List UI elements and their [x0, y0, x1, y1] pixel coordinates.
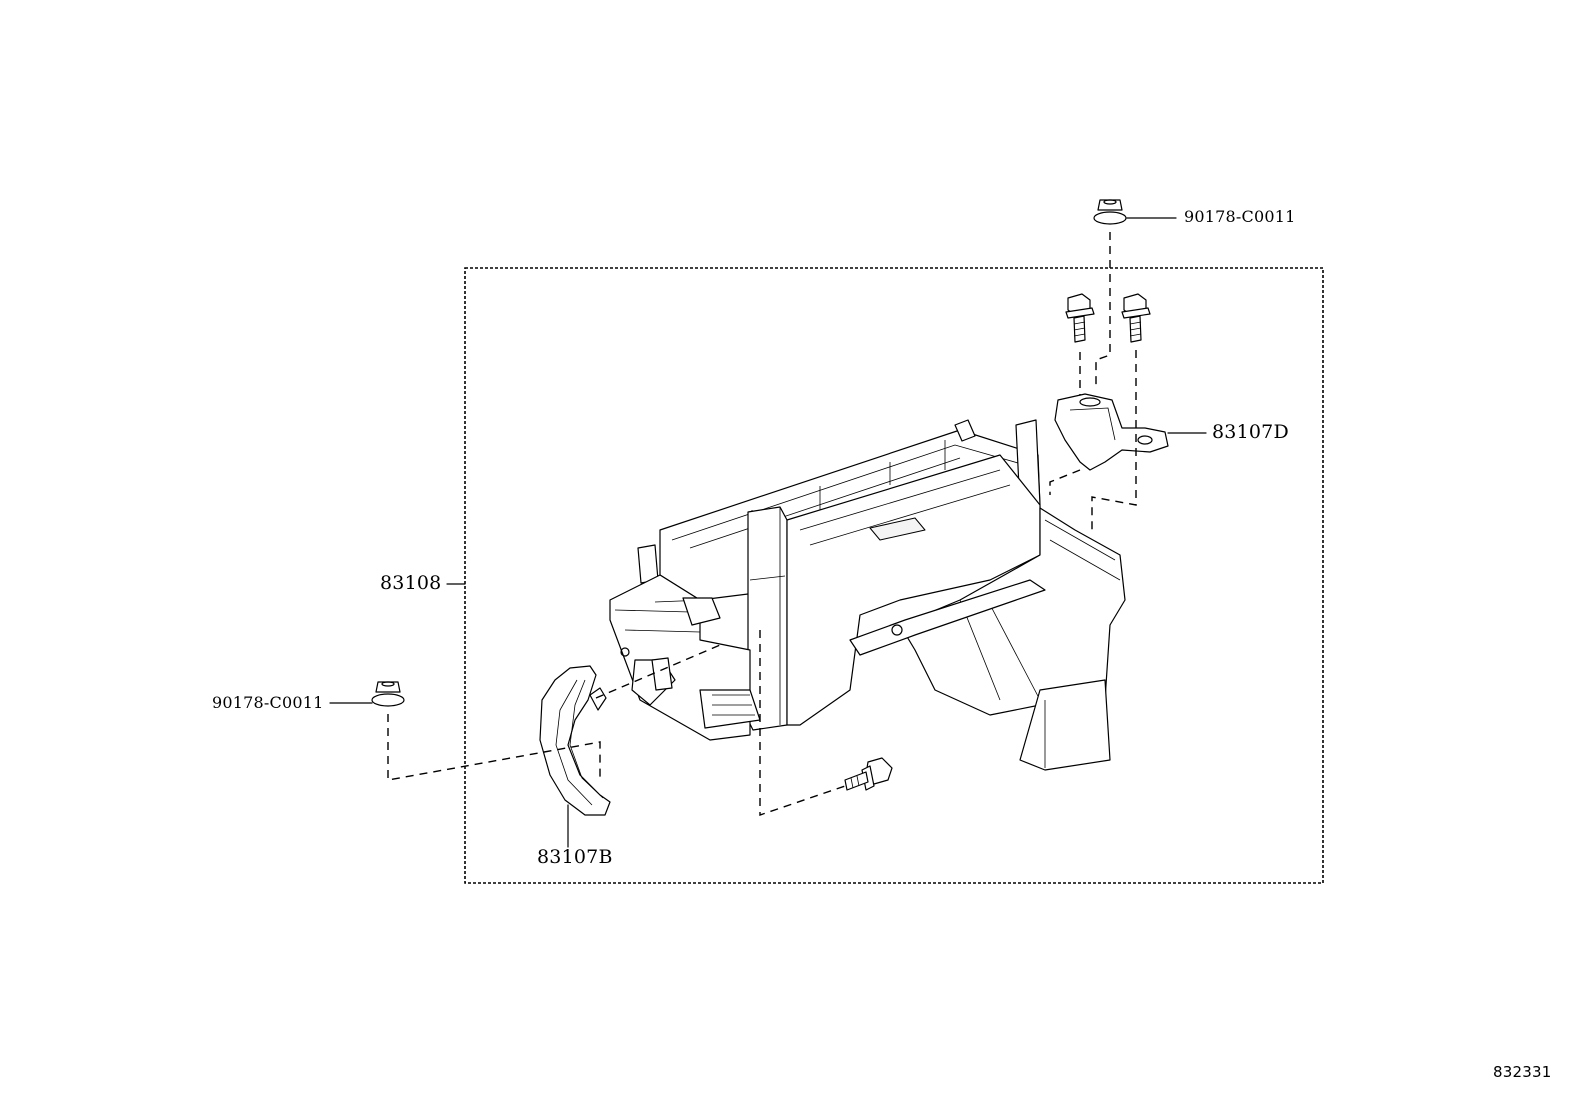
clip-top-drawing [1093, 199, 1127, 225]
callout-clip-left: 90178-C0011 [212, 693, 324, 712]
housing-83108-drawing [609, 419, 1126, 771]
callout-clip-top: 90178-C0011 [1184, 207, 1296, 226]
assembly-guide-lines [387, 232, 1137, 816]
callout-housing-83108: 83108 [380, 572, 442, 594]
bolt-bottom-drawing [844, 757, 893, 791]
callout-bracket-83107b: 83107B [537, 846, 613, 868]
leader-lines [329, 217, 1207, 848]
bracket-83107d-drawing [1054, 393, 1169, 471]
callout-bracket-83107d: 83107D [1212, 421, 1289, 443]
bracket-83107b-drawing [539, 665, 611, 816]
clip-left-drawing [371, 681, 405, 707]
bolt-top-left-drawing [1065, 293, 1095, 343]
assembly-frame [464, 267, 1324, 884]
bolt-top-right-drawing [1121, 293, 1151, 343]
illustration-reference-number: 832331 [1493, 1063, 1552, 1081]
